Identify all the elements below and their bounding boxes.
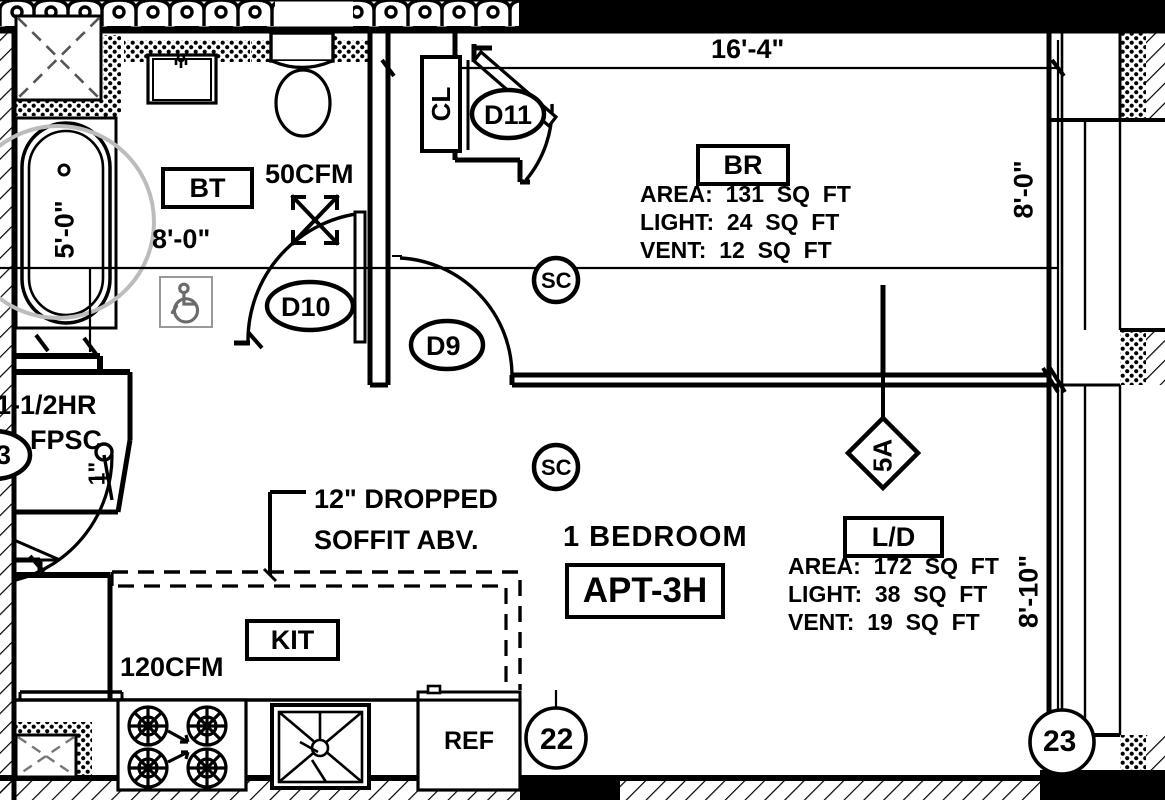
exhaust-fan-symbol-bath — [290, 194, 340, 246]
top-exterior-wall — [0, 0, 1165, 34]
window-tag-5a: 5A — [867, 438, 898, 473]
ld-schedule-area: AREA: 172 SQ FT — [788, 553, 999, 579]
room-label-br: BR — [696, 144, 790, 186]
door-tag-d10[interactable]: D10 — [281, 292, 331, 322]
room-label-bt: BT — [161, 167, 254, 209]
dimension-top-overall: 16'-4" — [711, 34, 785, 64]
dimension-right-lower: 8'-10" — [1013, 554, 1044, 629]
ld-schedule-vent: VENT: 19 SQ FT — [788, 609, 980, 635]
door-tag-d11[interactable]: D11 — [484, 100, 533, 130]
apartment-tag: APT-3H — [565, 563, 725, 619]
door-tag-d9[interactable]: D9 — [426, 331, 461, 361]
dimension-bath-width: 8'-0" — [152, 224, 211, 254]
exhaust-bath-label: 50CFM — [265, 159, 354, 189]
bathroom-fixtures — [0, 14, 369, 346]
room-label-kit: KIT — [245, 619, 340, 661]
room-label-cl: CL — [420, 55, 462, 153]
dimension-tub-length: 5'-0" — [49, 200, 80, 259]
tag-symbols — [0, 87, 1096, 776]
br-schedule-light: LIGHT: 24 SQ FT — [640, 209, 840, 235]
dimension-right-upper: 8'-0" — [1008, 160, 1039, 219]
soffit-note-line1: 12" DROPPED — [314, 484, 498, 514]
br-schedule-vent: VENT: 12 SQ FT — [640, 237, 832, 263]
grid-bubble-23: 23 — [1043, 725, 1077, 758]
fire-rating-label: 1-1/2HR — [0, 390, 97, 420]
right-exterior-wall-windows — [1046, 30, 1165, 800]
door-tag-partial-left: 3 — [0, 440, 12, 470]
door-width-note: 1" — [83, 461, 110, 486]
exhaust-kitchen-label: 120CFM — [120, 652, 224, 682]
ld-schedule-light: LIGHT: 38 SQ FT — [788, 581, 988, 607]
room-label-ld: L/D — [843, 516, 944, 558]
kitchen — [14, 490, 522, 792]
refrigerator-label: REF — [444, 727, 494, 755]
br-schedule-area: AREA: 131 SQ FT — [640, 181, 851, 207]
soffit-note-line2: SOFFIT ABV. — [314, 525, 479, 555]
smoke-detector-tag-br: SC — [541, 268, 572, 293]
fpsc-label: FPSC — [30, 425, 103, 455]
smoke-detector-tag-ld: SC — [541, 455, 572, 480]
grid-bubble-22: 22 — [540, 723, 574, 756]
page-title: 1 BEDROOM — [563, 521, 748, 553]
